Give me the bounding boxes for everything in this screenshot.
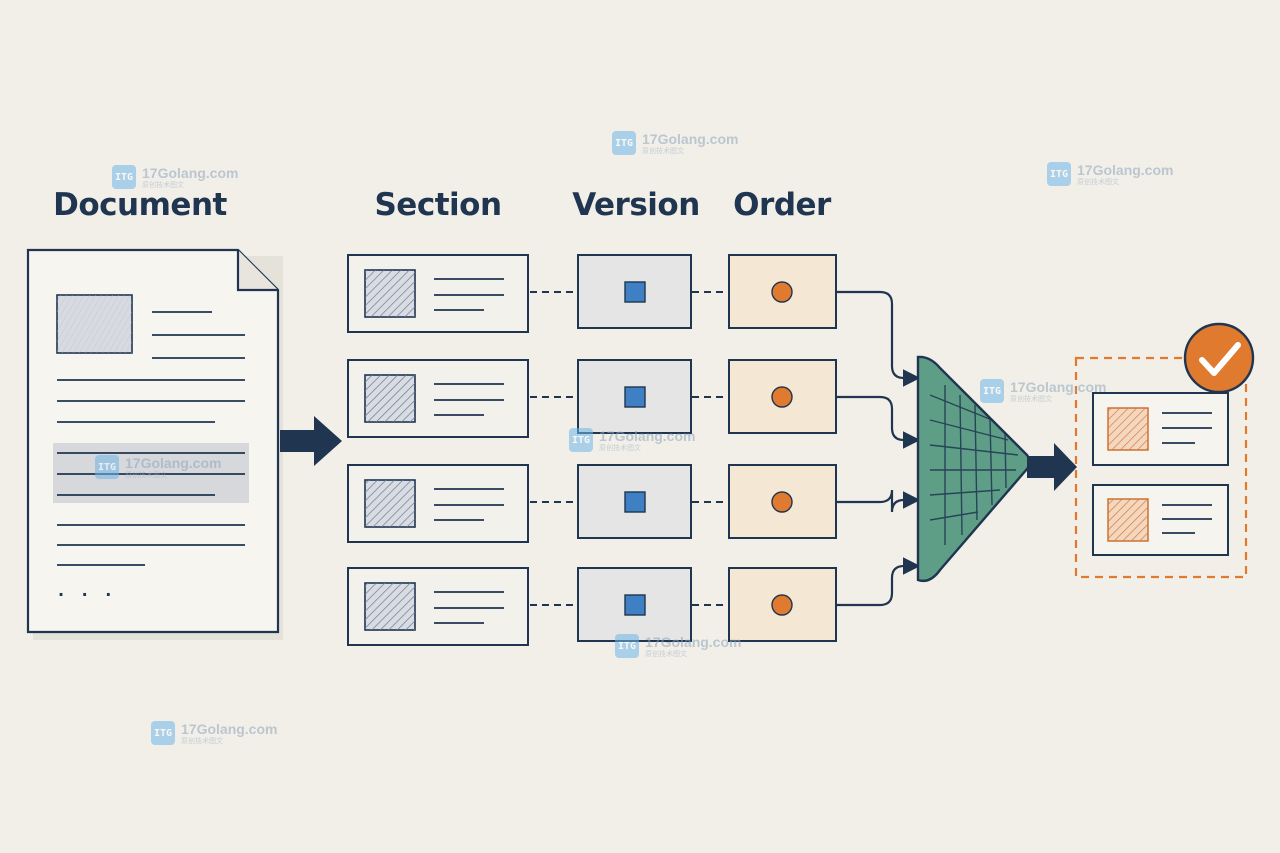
order-marker xyxy=(771,594,793,616)
funnel-connector xyxy=(836,489,921,513)
order-marker xyxy=(771,281,793,303)
funnel-connector xyxy=(836,290,921,387)
result-item xyxy=(1092,392,1229,466)
section-card xyxy=(347,359,529,438)
section-card xyxy=(347,567,529,646)
section-card xyxy=(347,464,529,543)
order-card xyxy=(728,567,837,642)
version-card xyxy=(577,464,692,539)
funnel-connector xyxy=(836,395,921,449)
order-card xyxy=(728,254,837,329)
result-item xyxy=(1092,484,1229,556)
row-4 xyxy=(347,557,921,646)
order-card xyxy=(728,359,837,434)
rows xyxy=(347,254,921,646)
version-marker xyxy=(624,281,646,303)
result-dashed-frame xyxy=(1074,356,1248,579)
funnel-icon xyxy=(916,355,1031,583)
version-marker xyxy=(624,594,646,616)
document-title: Document xyxy=(53,187,227,223)
order-marker xyxy=(771,491,793,513)
funnel-connector xyxy=(836,557,921,607)
section-title: Section xyxy=(374,187,502,223)
merge-arrow xyxy=(1027,443,1077,491)
version-card xyxy=(577,359,692,434)
version-marker xyxy=(624,491,646,513)
version-card xyxy=(577,567,692,642)
row-1 xyxy=(347,254,921,387)
row-3 xyxy=(347,464,921,543)
order-title: Order xyxy=(733,187,831,223)
document-highlight xyxy=(53,443,249,503)
order-card xyxy=(728,464,837,539)
version-marker xyxy=(624,386,646,408)
version-title: Version xyxy=(572,187,700,223)
document-icon: · · · xyxy=(26,248,283,640)
version-card xyxy=(577,254,692,329)
split-arrow xyxy=(280,416,342,466)
document-text-lines xyxy=(57,311,245,566)
section-card xyxy=(347,254,529,333)
row-2 xyxy=(347,359,921,449)
document-ellipsis: · · · xyxy=(58,585,117,604)
result-group xyxy=(1074,322,1255,579)
checkmark-icon xyxy=(1183,322,1255,394)
order-marker xyxy=(771,386,793,408)
